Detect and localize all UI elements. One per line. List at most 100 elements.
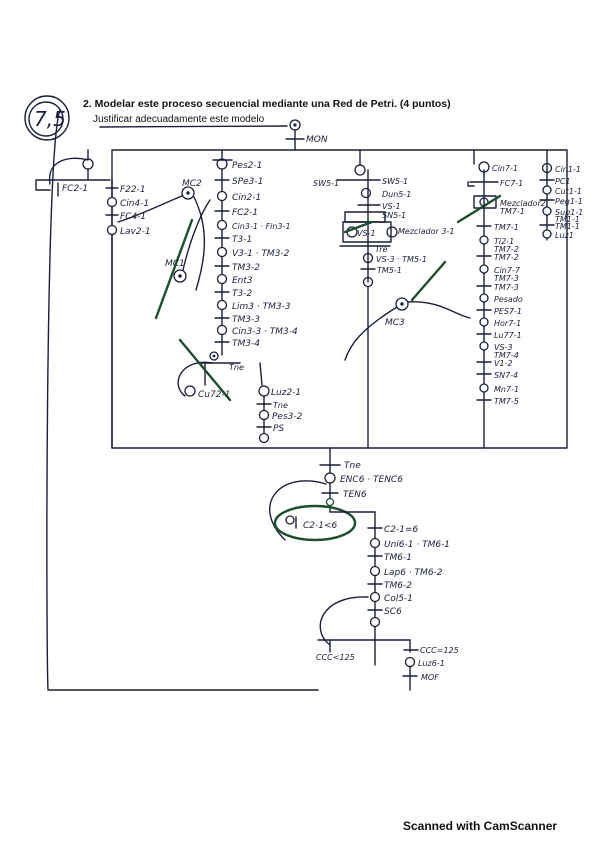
- b5-pc1: PC1: [555, 177, 571, 186]
- marker-mc1: MC1: [154, 199, 211, 320]
- lw-ccc-eq: CCC=125: [420, 646, 459, 655]
- b4-cin7: Cin7-1: [492, 164, 518, 173]
- b2-ps: PS: [273, 424, 284, 434]
- b4-tm75: TM7-5: [494, 397, 519, 406]
- b3-sn5: SN5-1: [382, 211, 406, 220]
- b2-t32: T3-2: [232, 289, 252, 299]
- lw-mof: MOF: [421, 673, 439, 682]
- b4-tm73: TM7-3: [494, 274, 519, 283]
- b3-sw-left: SW5-1: [313, 179, 339, 188]
- b2-pes2: Pes2-1: [232, 161, 262, 171]
- branch-2: Pes2-1 SPe3-1 Cin2-1 FC2-1 Cin3-1 · Fin3…: [177, 149, 303, 444]
- lw-enc6: ENC6 · TENC6: [340, 475, 403, 485]
- b4-ti2: Ti2-1: [494, 237, 514, 246]
- b2-cin2: Cin2-1: [232, 193, 261, 203]
- lw-sc6: SC6: [384, 607, 402, 617]
- b4-lu77: Lu77-1: [494, 331, 522, 340]
- branch-3: SW5-1 SW5-1 Dun5-1 VS-1 SN5-1 VS-1 Mezcl…: [313, 149, 454, 449]
- b4-mn7: Mn7-1: [494, 385, 519, 394]
- marker-mc2: MC2: [117, 179, 206, 291]
- mc3-label: MC3: [385, 318, 405, 328]
- b1-cin4: Cin4-1: [120, 199, 149, 209]
- question-title: 2. Modelar este proceso secuencial media…: [83, 98, 451, 110]
- lw-tm62: TM6-2: [384, 581, 412, 591]
- b4-tm72: TM7-2: [494, 245, 519, 254]
- grade-circle: 7,5: [24, 95, 70, 141]
- lw-luz6: Luz6-1: [418, 659, 445, 668]
- b2-strike: [178, 338, 232, 402]
- b5-sup1: Sup1-1: [555, 208, 583, 217]
- question-subtitle: Justificar adecuadamente este modelo: [93, 114, 265, 125]
- b4-vs3: VS-3: [494, 343, 513, 352]
- b3-dun5: Dun5-1: [382, 190, 411, 199]
- b3-vs3: VS-3 · TM5-1: [376, 255, 427, 264]
- b1-fc2: FC2-1: [62, 184, 88, 194]
- b2-lim3: Lim3 · TM3-3: [232, 302, 291, 312]
- b5-luz1: Luz1: [555, 231, 574, 240]
- b5-tm11b: TM1-1: [555, 222, 580, 231]
- b2-cin3: Cin3-1 · Fin3-1: [232, 222, 291, 231]
- lw-uni6: Uni6-1 · TM6-1: [384, 540, 450, 550]
- b4-tm73b: TM7-3: [494, 283, 519, 292]
- b4-pesado: Pesado: [494, 295, 523, 304]
- b2-tm32: TM3-2: [232, 263, 260, 273]
- b2-pes32: Pes3-2: [272, 412, 303, 422]
- scanner-watermark: Scanned with CamScanner: [403, 819, 557, 833]
- b2-tne2: Tne: [273, 401, 288, 410]
- b3-tre: Tre: [375, 245, 388, 254]
- b4-hor7: Hor7-1: [494, 319, 521, 328]
- lw-c2-lt: C2-1<6: [303, 521, 338, 531]
- b4-v12: V1-2: [494, 359, 513, 368]
- b2-cu72: Cu72-1: [198, 390, 230, 400]
- b4-mezclador2: Mezclador2: [500, 199, 546, 208]
- mc1-strike: [154, 218, 194, 320]
- b2-tne: Tne: [229, 363, 244, 372]
- lw-c2-eq: C2-1=6: [384, 525, 419, 535]
- b4-tm74: TM7-4: [494, 351, 519, 360]
- return-arc: [46, 109, 319, 691]
- lw-tm61: TM6-1: [384, 553, 412, 563]
- b2-tm34: TM3-4: [232, 339, 260, 349]
- b2-t3: T3-1: [232, 235, 252, 245]
- b2-tm33: TM3-3: [232, 315, 260, 325]
- lw-lap6: Lap6 · TM6-2: [384, 568, 443, 578]
- b4-tm71: TM7-1: [500, 207, 525, 216]
- b4-cin77: Cin7-7: [494, 266, 521, 275]
- b4-sn74: SN7-4: [494, 371, 518, 380]
- c2-loop-circle: [273, 504, 357, 542]
- b2-ent3: Ent3: [232, 276, 253, 286]
- mc2-label: MC2: [182, 179, 202, 189]
- b3-vs1: VS-1: [382, 202, 401, 211]
- lw-ten6: TEN6: [343, 490, 367, 500]
- b3-tm5: TM5-1: [377, 266, 402, 275]
- b2-luz2: Luz2-1: [271, 388, 301, 398]
- b4-pes7: PES7-1: [494, 307, 522, 316]
- b4-tm72b: TM7-2: [494, 253, 519, 262]
- b5-peg1: Peg1-1: [555, 197, 583, 206]
- lw-ccc-lt: CCC<125: [316, 653, 355, 662]
- b1-lav2: Lav2-1: [120, 227, 151, 237]
- b3-vs1b: VS-1: [357, 229, 376, 238]
- branch-1: FC2-1 F22-1 Cin4-1 FC4-1 Lav2-1: [35, 149, 151, 449]
- grade-text: 7,5: [34, 107, 66, 131]
- b2-cin33: Cin3-3 · TM3-4: [232, 327, 298, 337]
- b2-v3: V3-1 · TM3-2: [232, 249, 290, 259]
- b3-sw5: SW5-1: [382, 177, 408, 186]
- lw-tne: Tne: [344, 461, 361, 471]
- b3-mezclador: Mezclador 3-1: [398, 227, 454, 236]
- branch-4: Cin7-1 FC7-1 Mezclador2 TM7-1 TM7-1 Ti2-…: [456, 149, 546, 449]
- lw-col5: Col5-1: [384, 594, 413, 604]
- b5-cin1: Cin1-1: [555, 165, 581, 174]
- marker-mc3: MC3: [344, 260, 471, 361]
- b1-f22: F22-1: [120, 185, 146, 195]
- b4-tm71b: TM7-1: [494, 223, 519, 232]
- b5-tm11: TM1-1: [555, 215, 580, 224]
- b4-fc7: FC7-1: [500, 179, 523, 188]
- b2-fc2: FC2-1: [232, 208, 258, 218]
- lower-sequence: Tne ENC6 · TENC6 TEN6 C2-1<6 C2-1=6 Uni6…: [269, 447, 459, 691]
- mon-label: MON: [306, 135, 328, 145]
- b2-spe3: SPe3-1: [232, 177, 263, 187]
- branch-5: Cin1-1 PC1 Cut1-1 Peg1-1 Sup1-1 TM1-1 TM…: [539, 149, 583, 241]
